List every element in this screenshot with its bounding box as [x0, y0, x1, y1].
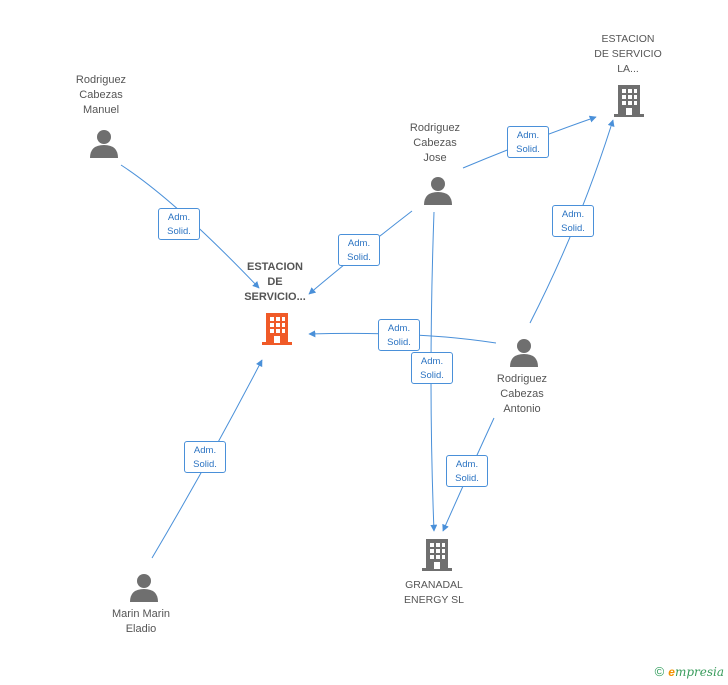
relation-role: Adm. [516, 130, 540, 141]
relation-type: Solid. [516, 144, 540, 155]
relation-badge[interactable]: Adm. Solid. [411, 352, 453, 384]
building-icon[interactable] [612, 83, 646, 119]
building-icon[interactable] [420, 537, 454, 573]
brand-initial: e [668, 665, 675, 679]
relation-role: Adm. [420, 356, 444, 367]
relation-badge[interactable]: Adm. Solid. [507, 126, 549, 158]
relation-role: Adm. [387, 323, 411, 334]
person-label-rodriguez-cabezas-antonio[interactable]: Rodriguez Cabezas Antonio [496, 373, 548, 415]
relation-type: Solid. [193, 459, 217, 470]
person-label-rodriguez-cabezas-manuel[interactable]: Rodriguez Cabezas Manuel [75, 74, 127, 116]
person-icon[interactable] [129, 572, 159, 602]
relation-role: Adm. [347, 238, 371, 249]
copyright-symbol: © [654, 664, 665, 679]
person-icon[interactable] [89, 128, 119, 158]
relation-badge[interactable]: Adm. Solid. [184, 441, 226, 473]
relation-type: Solid. [420, 370, 444, 381]
brand-name: mpresia [674, 665, 724, 679]
relation-badge[interactable]: Adm. Solid. [378, 319, 420, 351]
relation-role: Adm. [455, 459, 479, 470]
person-icon[interactable] [509, 337, 539, 367]
relation-badge[interactable]: Adm. Solid. [446, 455, 488, 487]
relation-type: Solid. [347, 252, 371, 263]
company-label-estacion-servicio-la[interactable]: ESTACION DE SERVICIO LA... [594, 33, 662, 75]
person-label-marin-marin-eladio[interactable]: Marin Marin Eladio [111, 608, 171, 635]
relation-badge[interactable]: Adm. Solid. [158, 208, 200, 240]
relation-type: Solid. [561, 223, 585, 234]
relation-badge[interactable]: Adm. Solid. [338, 234, 380, 266]
relation-type: Solid. [167, 226, 191, 237]
company-label-estacion-servicio-focus[interactable]: ESTACION DE SERVICIO... [244, 261, 306, 303]
person-icon[interactable] [423, 175, 453, 205]
building-icon[interactable] [260, 311, 294, 347]
relation-type: Solid. [387, 337, 411, 348]
empresia-watermark: ©empresia [655, 664, 724, 679]
person-label-rodriguez-cabezas-jose[interactable]: Rodriguez Cabezas Jose [409, 122, 461, 164]
relation-badge[interactable]: Adm. Solid. [552, 205, 594, 237]
relation-role: Adm. [167, 212, 191, 223]
relation-role: Adm. [193, 445, 217, 456]
company-label-granadal-energy[interactable]: GRANADAL ENERGY SL [404, 579, 464, 606]
relation-type: Solid. [455, 473, 479, 484]
relation-role: Adm. [561, 209, 585, 220]
